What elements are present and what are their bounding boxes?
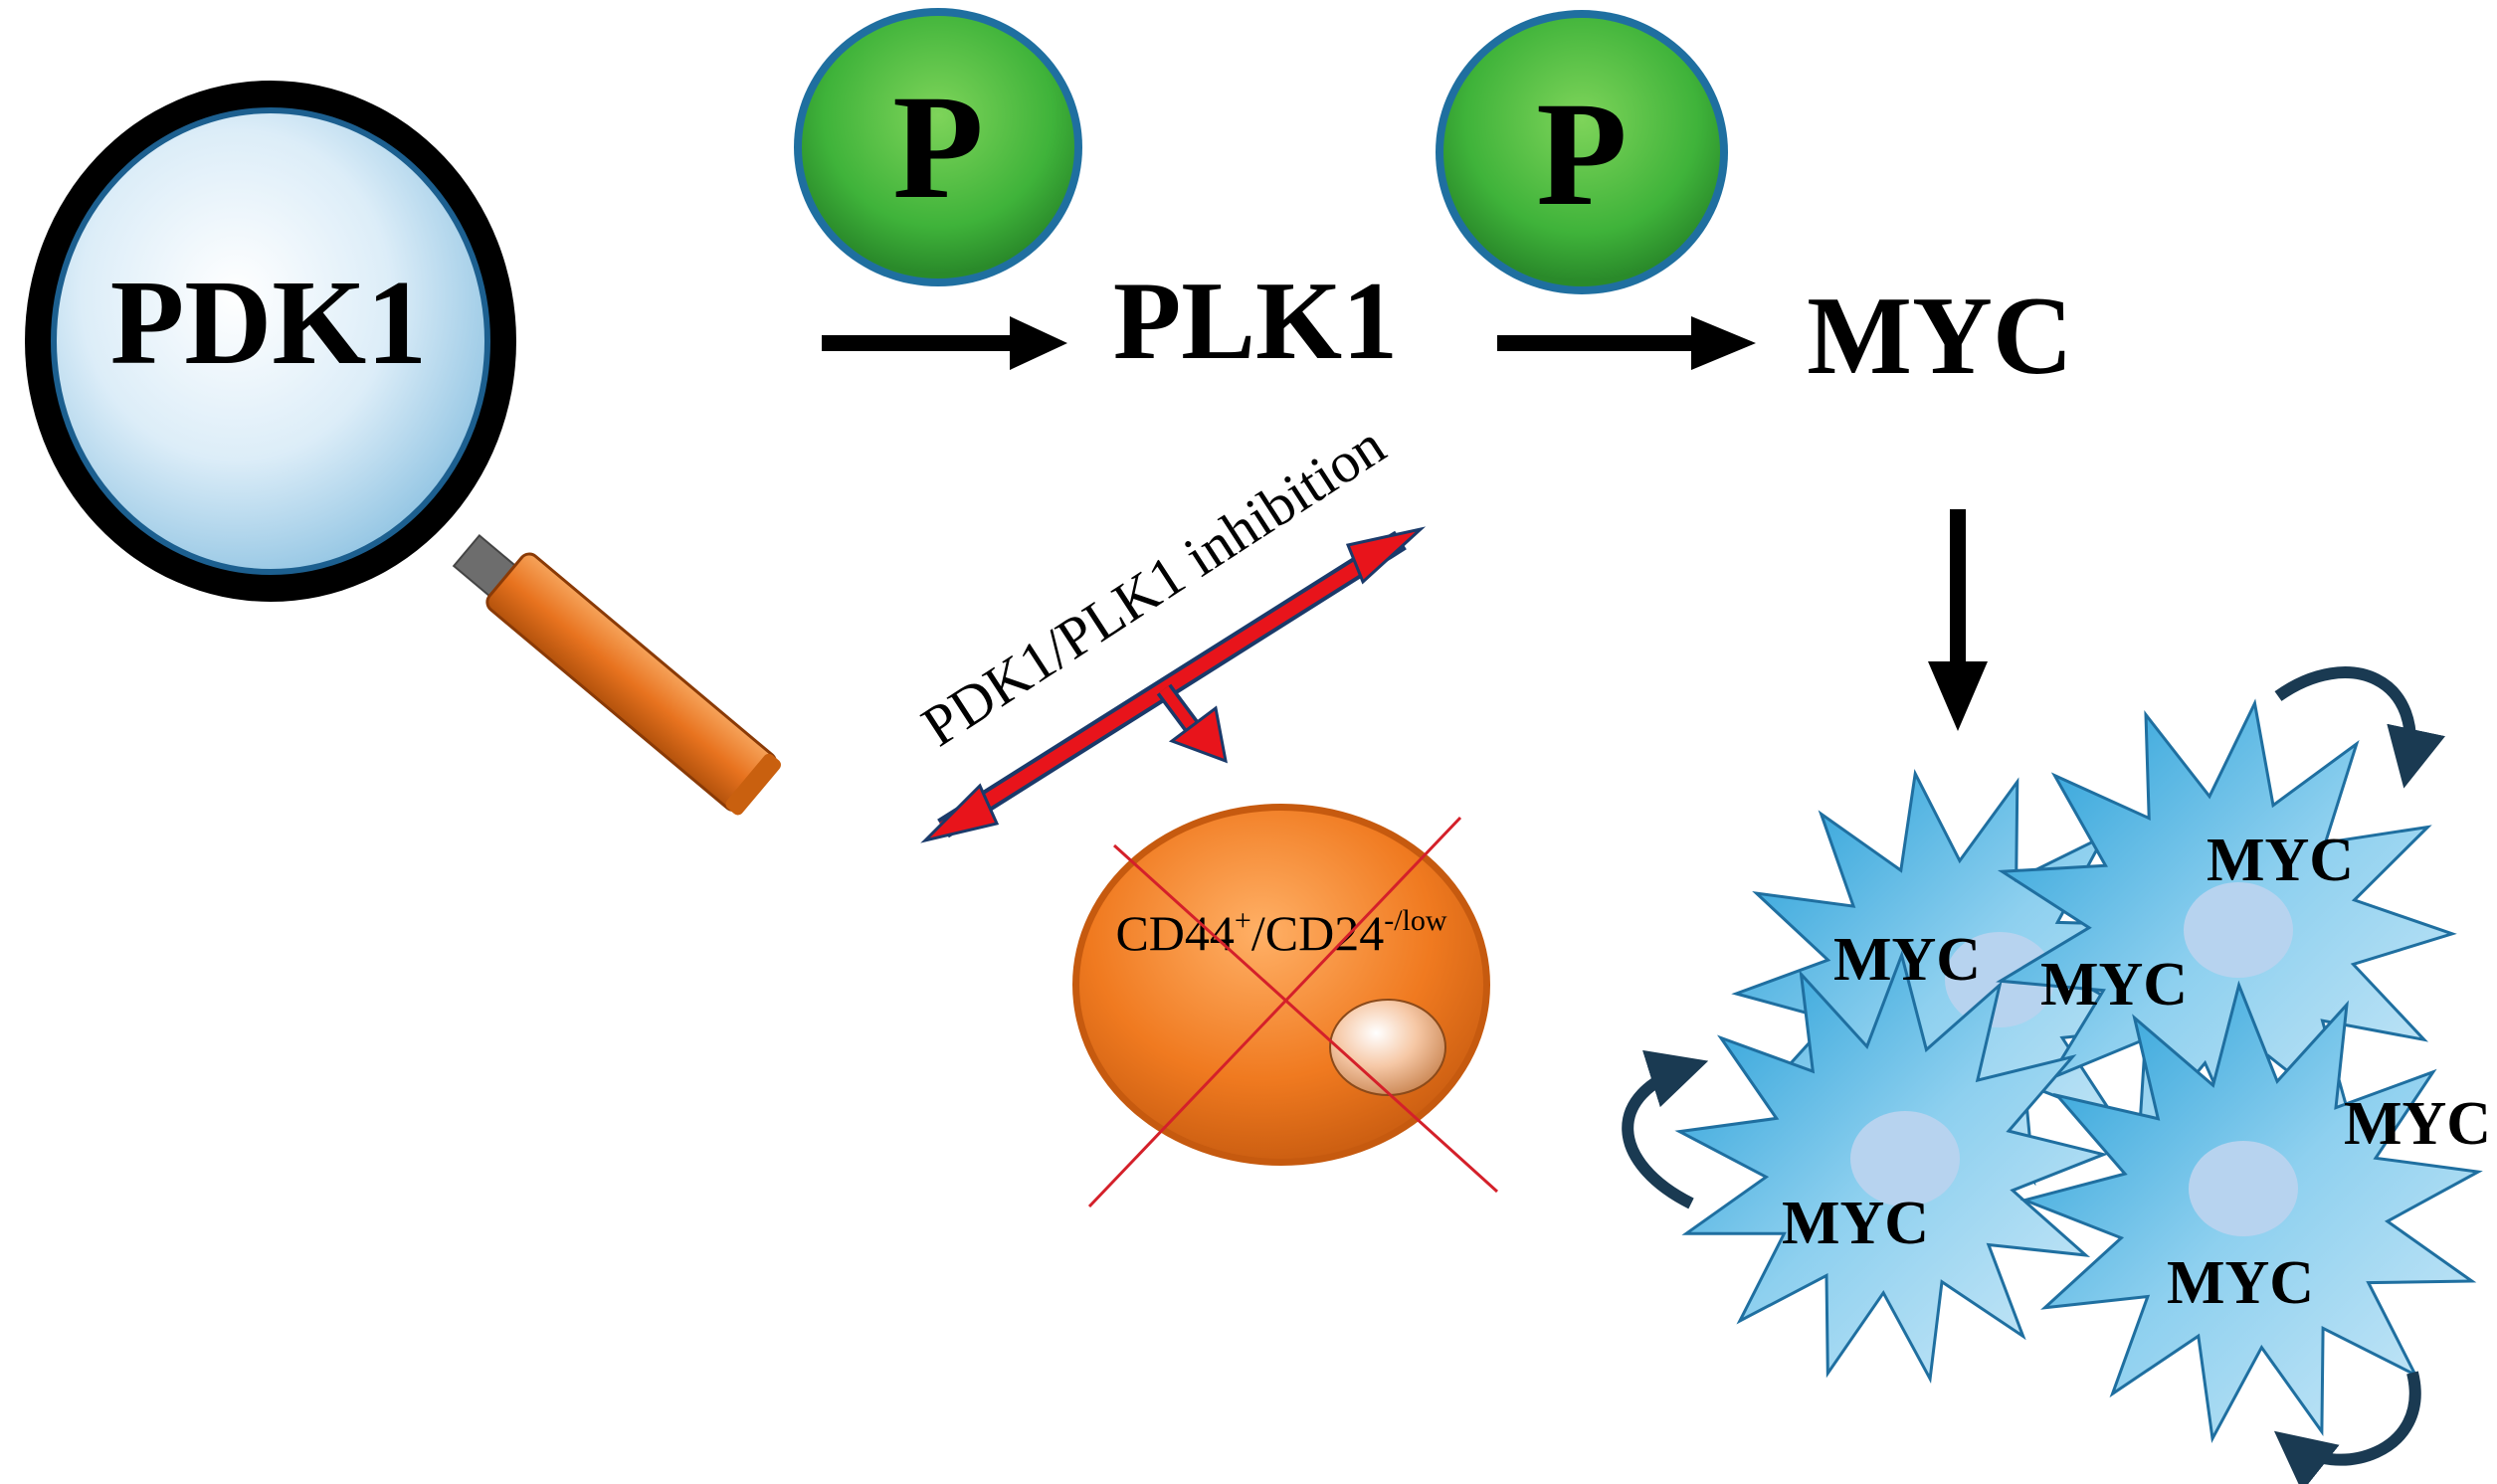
tumor-cell-label: MYC xyxy=(1833,926,1981,994)
marker-a: CD44 xyxy=(1115,905,1234,961)
tumor-cell-label: MYC xyxy=(2344,1090,2491,1158)
curved-arrow-3 xyxy=(2273,1371,2421,1484)
phospho-symbol-1: P xyxy=(892,65,984,230)
curved-arrow-2 xyxy=(1622,1049,1709,1209)
marker-separator: /CD24 xyxy=(1251,905,1384,961)
tumor-cells: MYC MYC MYC MYC MYC MYC xyxy=(1674,698,2491,1444)
tumor-cell-nucleus xyxy=(1945,932,2054,1027)
stem-cell: CD44+/CD24-/low xyxy=(1072,804,1490,1166)
magnifier: PDK1 xyxy=(25,81,781,816)
phospho-symbol-2: P xyxy=(1536,72,1628,237)
magnifier-label: PDK1 xyxy=(110,256,428,390)
arrow-plk1-to-myc xyxy=(1497,316,1756,370)
marker-b-sup: -/low xyxy=(1384,904,1447,937)
tumor-cell xyxy=(2019,980,2483,1444)
tumor-cell xyxy=(1674,950,2109,1385)
tumor-cell-label: MYC xyxy=(2167,1249,2314,1317)
node-myc: MYC xyxy=(1807,275,2072,398)
proliferation-arrows xyxy=(1622,666,2445,1484)
marker-a-sup: + xyxy=(1235,904,1251,937)
magnifier-handle xyxy=(452,533,781,816)
magnifier-lens xyxy=(25,81,516,602)
node-plk1: PLK1 xyxy=(1113,260,1398,383)
arrow-myc-down xyxy=(1928,509,1988,731)
tumor-cell-nucleus xyxy=(2189,1141,2298,1236)
stem-cell-marker: CD44+/CD24-/low xyxy=(1115,904,1446,961)
tumor-cell-label: MYC xyxy=(2040,951,2188,1019)
phospho-circle-1: P xyxy=(794,8,1082,286)
inhibition-arrow xyxy=(920,526,1427,843)
tumor-cell-label: MYC xyxy=(1782,1190,1929,1257)
tumor-cell-nucleus xyxy=(1850,1111,1960,1206)
stem-cell-nucleus xyxy=(1329,999,1446,1096)
tumor-cell-label: MYC xyxy=(2207,827,2354,894)
tumor-cell-nucleus xyxy=(2184,882,2293,978)
phospho-circle-2: P xyxy=(1436,10,1728,294)
cross-out-mark xyxy=(1087,816,1499,1208)
curved-arrow-1 xyxy=(2274,666,2445,789)
arrow-pdk1-to-plk1 xyxy=(822,316,1067,370)
